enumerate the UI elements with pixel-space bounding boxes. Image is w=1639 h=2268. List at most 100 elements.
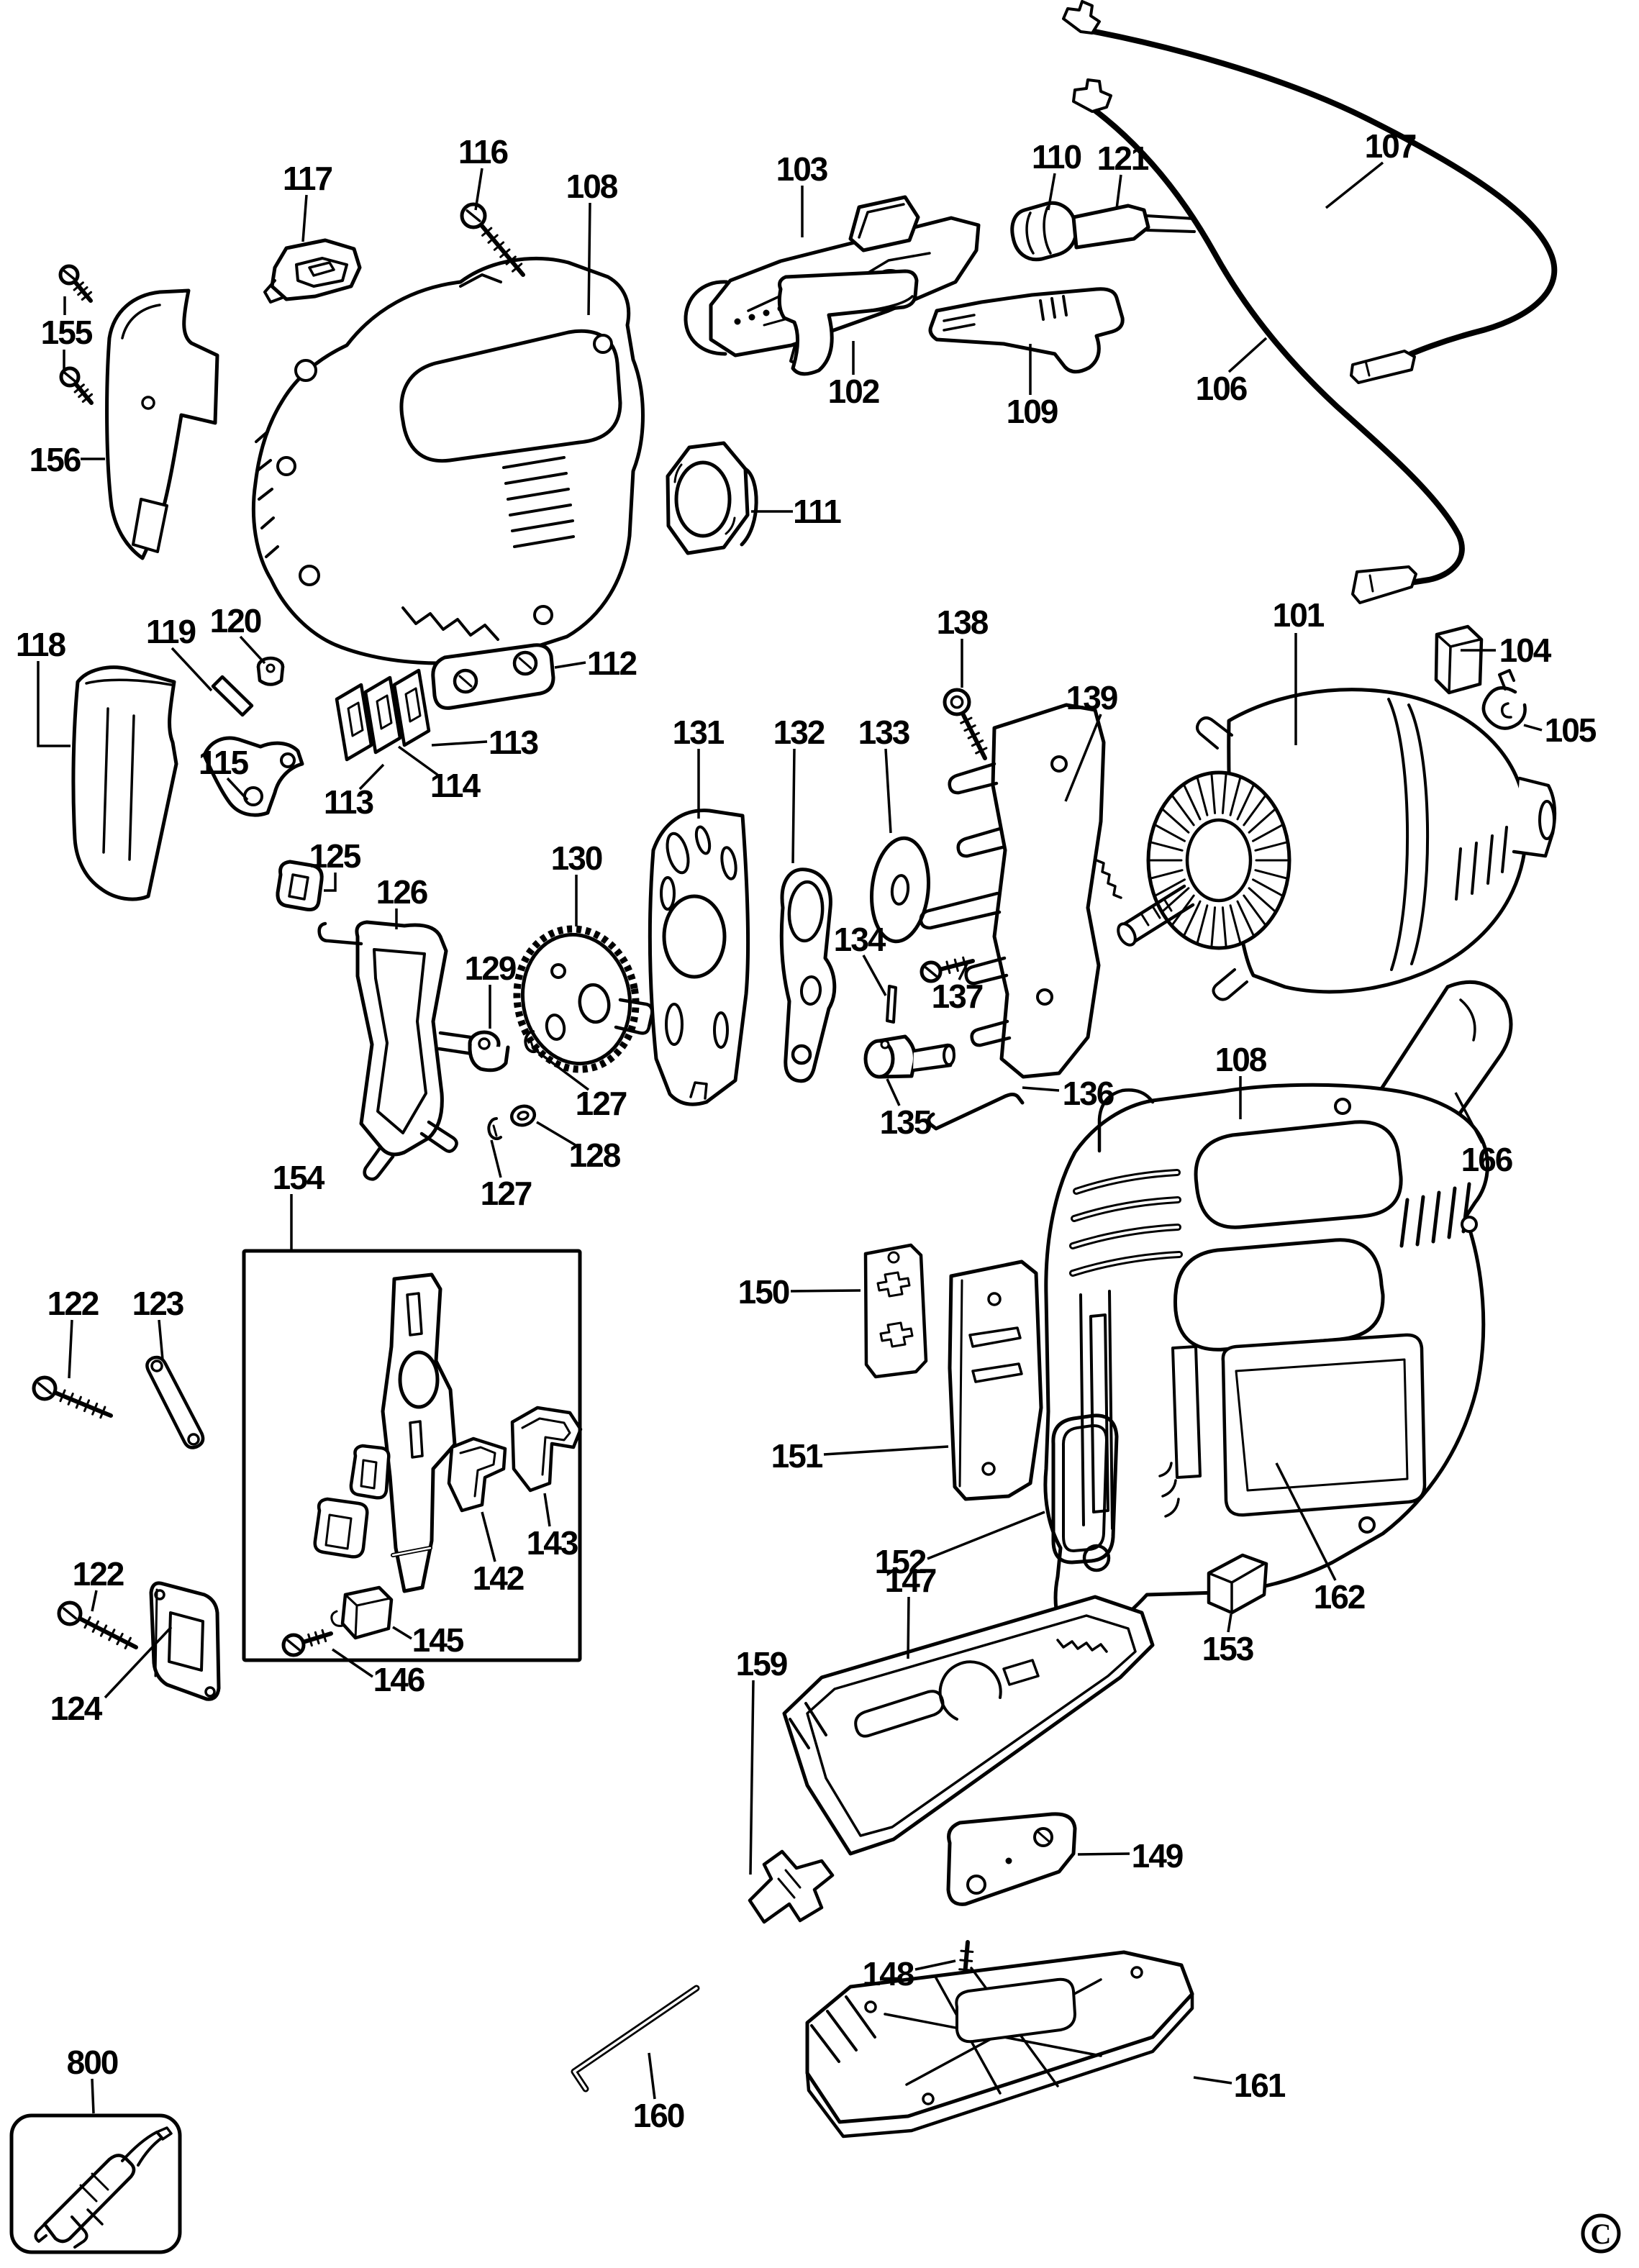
leader-line-148 [914,1959,956,1971]
leader-line-125 [324,873,337,892]
ferrule-106 [1351,565,1417,604]
shoe-base-ring [955,1977,1076,2044]
part-label-143: 143 [527,1524,578,1562]
washer-128-bore [517,1111,530,1121]
leader-line-160 [648,2052,656,2100]
blowgun-trigger [71,2215,88,2249]
lock-lever-109 [928,287,1125,374]
baffle-156-hole [141,396,155,410]
slide-cover-edge [958,1279,963,1488]
counterweight-stub [363,1146,395,1181]
lamination-slot [404,687,422,723]
part-label-130: 130 [551,839,602,877]
motor-plate-139 [991,703,1106,1079]
switch-button-block [848,195,920,252]
leader-line-115 [226,777,249,801]
plate-post [970,1019,1012,1047]
part-label-111: 111 [793,493,841,530]
blade-holder-slot [409,1420,424,1459]
blade-holder-pin-core [391,1547,432,1557]
part-label-800: 800 [67,2044,118,2081]
switch-dot [763,309,770,316]
part-label-119: 119 [146,613,196,650]
part-label-131: 131 [673,714,725,751]
blade-guide-lines [777,1869,802,1899]
housing-fins [502,456,575,548]
leader-line-151 [823,1445,949,1456]
counterweight-inner [373,948,427,1134]
screw-122b-shaft [77,1616,138,1649]
part-label-102: 102 [828,373,879,410]
gasket-152-inner [1061,1424,1108,1552]
leader-line-136 [1022,1086,1060,1092]
screw-138-head-inner [950,695,964,709]
body-blade-channel [1079,1290,1114,1530]
blowgun-bands [79,2172,109,2203]
link-123-hole [150,1360,163,1372]
clamp-149-slot [1037,1831,1050,1843]
shoe-base-hole [922,2092,935,2105]
body-boss [1461,1216,1478,1233]
lamination-slot [376,694,393,730]
clamp-149-dot [1005,1857,1012,1864]
part-label-109: 109 [1007,393,1058,430]
link-123-hole [187,1433,200,1446]
leader-line-127 [490,1139,502,1178]
part-label-125: 125 [309,837,361,875]
leader-line-122 [68,1319,73,1379]
slide-cross-slot [879,1321,914,1348]
plate-post [919,891,1002,930]
link-132-mid [799,975,822,1006]
slide-cover-151 [948,1260,1043,1501]
part-label-153: 153 [1202,1630,1253,1667]
screw-122b-threads [83,1616,132,1649]
leader-line-142 [481,1511,496,1562]
bracket-124-hole [204,1686,216,1698]
screw-146-threads [307,1629,327,1647]
housing-boss [533,605,553,625]
leader-line-122 [91,1590,98,1612]
plunger-135-face [863,1039,895,1079]
clamp-screw-slot [518,657,532,670]
leader-line-166 [1454,1092,1484,1144]
part-label-115: 115 [199,744,249,781]
block-153-edges [1207,1562,1266,1614]
trigger-cover-102 [777,269,919,376]
part-label-138: 138 [937,604,989,641]
plunger-135-end [943,1044,955,1066]
leader-line-119 [171,647,213,692]
plate-hole [1050,755,1068,773]
lock-lever-ticks [1039,295,1068,321]
latch-117-slot [308,261,335,277]
part-label-135: 135 [880,1103,932,1141]
accessory-box-800 [9,2113,182,2254]
blowgun-tip [155,2126,173,2141]
part-label-105: 105 [1545,711,1597,749]
part-label-139: 139 [1066,679,1117,716]
guide-block-slot [360,1459,378,1490]
part-label-120: 120 [210,602,261,639]
shoe-base-lip [805,1992,1194,2139]
shoe-rack [1056,1639,1108,1653]
body-slider [1171,1345,1202,1479]
leader-line-135 [886,1078,901,1106]
leader-line-152 [927,1511,1045,1560]
spade-terminal-106 [1072,78,1112,113]
link-123 [145,1355,205,1449]
leader-line-110 [1047,173,1056,211]
shoe-upper-rim [806,1614,1137,1837]
plate-131-hole [720,846,737,880]
slide-block-slot [288,873,309,901]
slide-cross-slot [876,1271,911,1298]
body-side-panel [1221,1333,1427,1517]
screw-122a-slot [37,1382,52,1395]
part-label-132: 132 [773,714,825,751]
shoe-boss-arc [938,1660,1002,1721]
screw-116-threads [481,227,523,273]
blade-holder-slot [406,1292,423,1336]
part-label-123: 123 [132,1285,183,1322]
shoe-insert [1002,1659,1040,1686]
slide-cover-slot [971,1362,1023,1383]
blowgun-spur [86,2208,104,2226]
part-label-134: 134 [834,921,886,958]
